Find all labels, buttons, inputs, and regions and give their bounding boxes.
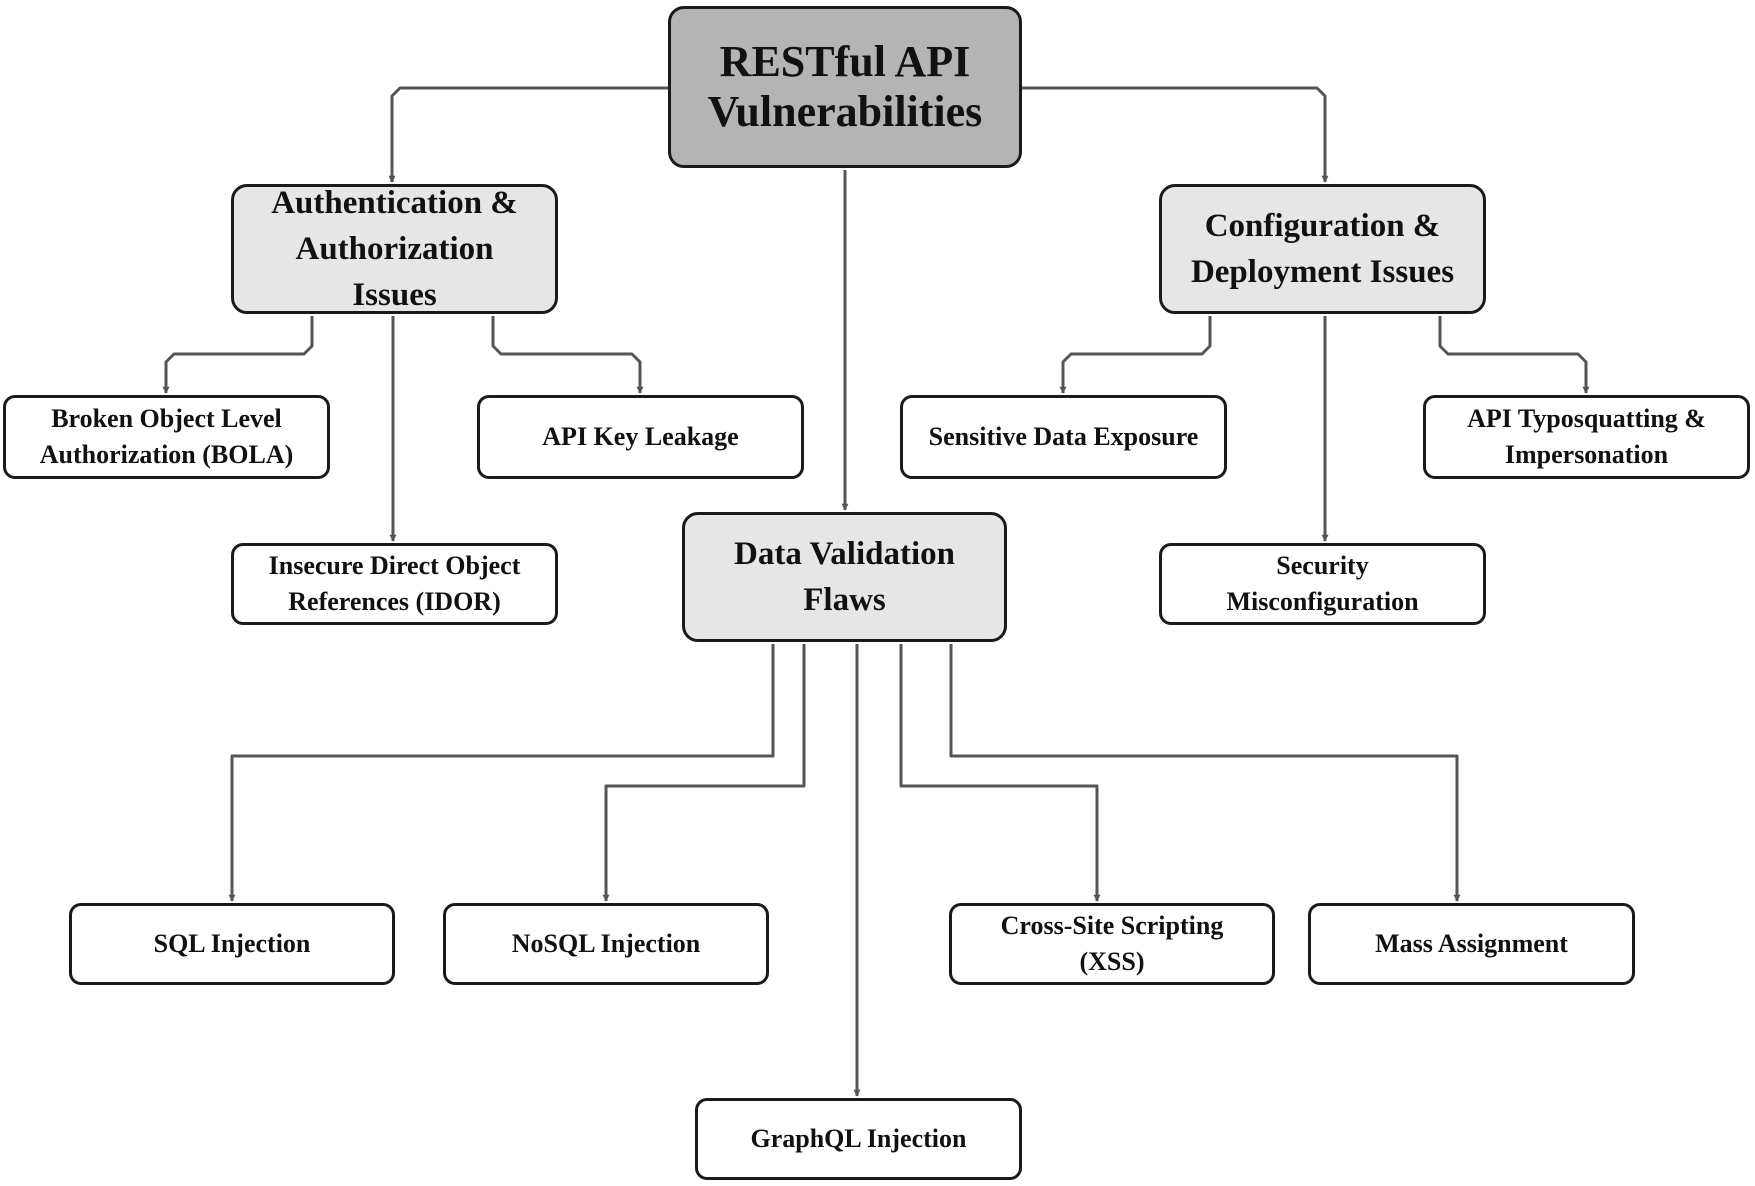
leaf-label-line: GraphQL Injection — [750, 1124, 967, 1153]
leaf-node-graphql-injection: GraphQL Injection — [695, 1098, 1022, 1180]
leaf-node-bola: Broken Object Level Authorization (BOLA) — [3, 395, 330, 479]
category-label-line: Authentication & — [271, 185, 518, 221]
leaf-node-nosql-injection: NoSQL Injection — [443, 903, 769, 985]
edge-data-to-xss — [899, 644, 1101, 902]
category-node-data-validation-flaws: Data Validation Flaws — [682, 512, 1007, 642]
root-title-line-1: RESTful API — [719, 37, 971, 86]
leaf-label-line: References (IDOR) — [288, 587, 501, 616]
leaf-label-line: Cross-Site Scripting — [1000, 911, 1224, 940]
leaf-node-api-key-leakage: API Key Leakage — [477, 395, 804, 479]
edge-data-to-sql — [228, 644, 775, 902]
category-node-configuration-deployment: Configuration & Deployment Issues — [1159, 184, 1486, 314]
leaf-node-idor: Insecure Direct Object References (IDOR) — [231, 543, 558, 625]
leaf-label-line: Misconfiguration — [1226, 587, 1419, 616]
edge-data-to-nosql — [602, 644, 806, 902]
category-label-line: Flaws — [803, 582, 886, 618]
leaf-label-line: SQL Injection — [153, 929, 311, 958]
leaf-label-line: API Key Leakage — [542, 422, 739, 451]
root-title-line-2: Vulnerabilities — [707, 87, 983, 136]
leaf-label-line: Mass Assignment — [1375, 929, 1568, 958]
edge-config-to-sensitive — [1059, 316, 1212, 394]
leaf-node-mass-assignment: Mass Assignment — [1308, 903, 1635, 985]
leaf-label-line: Broken Object Level — [51, 404, 282, 433]
edge-root-to-config — [1022, 86, 1329, 183]
category-label-line: Issues — [352, 277, 437, 313]
category-label-line: Deployment Issues — [1190, 254, 1455, 290]
edge-root-to-auth — [388, 86, 668, 183]
leaf-label-line: Insecure Direct Object — [268, 551, 521, 580]
category-node-authentication-authorization: Authentication & Authorization Issues — [231, 184, 558, 314]
leaf-label-line: (XSS) — [1079, 947, 1145, 976]
edge-data-to-mass — [949, 644, 1461, 902]
leaf-node-sql-injection: SQL Injection — [69, 903, 395, 985]
root-node-restful-api-vulnerabilities: RESTful API Vulnerabilities — [668, 6, 1022, 168]
edge-auth-to-apikey — [491, 316, 644, 394]
category-label-line: Configuration & — [1204, 208, 1441, 244]
category-label-line: Data Validation — [734, 536, 955, 572]
leaf-label-line: Authorization (BOLA) — [39, 440, 294, 469]
category-label-line: Authorization — [295, 231, 494, 267]
leaf-label-line: Security — [1276, 551, 1369, 580]
leaf-label-line: Sensitive Data Exposure — [928, 422, 1199, 451]
leaf-label-line: NoSQL Injection — [511, 929, 701, 958]
leaf-node-api-typosquatting: API Typosquatting & Impersonation — [1423, 395, 1750, 479]
leaf-label-line: Impersonation — [1504, 440, 1669, 469]
leaf-node-security-misconfiguration: Security Misconfiguration — [1159, 543, 1486, 625]
leaf-label-line: API Typosquatting & — [1467, 404, 1706, 433]
leaf-node-cross-site-scripting: Cross-Site Scripting (XSS) — [949, 903, 1275, 985]
edge-auth-to-bola — [162, 316, 314, 394]
connector-arrows — [162, 86, 1590, 1097]
leaf-node-sensitive-data-exposure: Sensitive Data Exposure — [900, 395, 1227, 479]
edge-config-to-typo — [1438, 316, 1590, 394]
